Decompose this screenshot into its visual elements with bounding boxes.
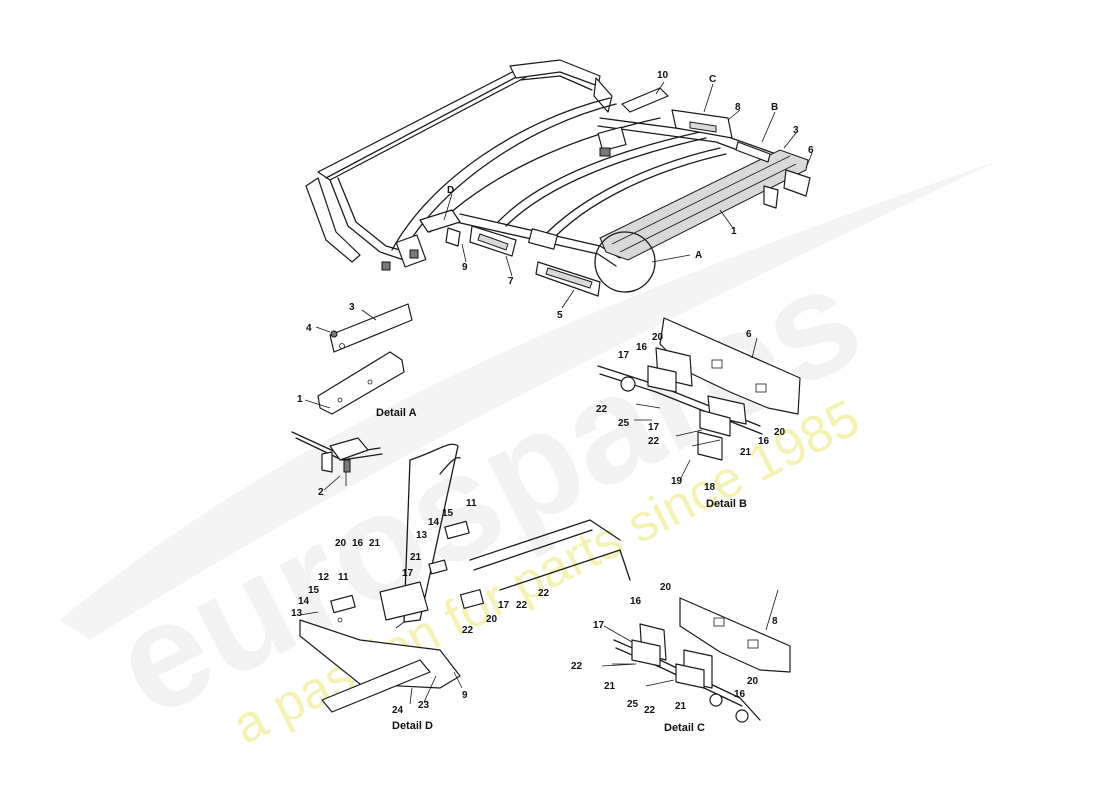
callout-c-21a: 21 [604,681,616,692]
callout-d-17b: 17 [498,600,510,611]
callout-d-11b: 11 [338,572,349,583]
callout-b: B [771,102,778,113]
callout-d-14b: 14 [298,596,310,607]
detail-d-caption: Detail D [392,720,433,732]
leader-lines [304,81,813,705]
callout-a-1: 1 [297,394,303,405]
callout-b-20: 20 [652,332,664,343]
callout-c-21b: 21 [675,701,687,712]
watermark: eurospares a passion for parts since 198… [60,160,1000,756]
callout-d-16a: 16 [352,538,364,549]
callout-d-15b: 15 [308,585,320,596]
callout-d-20a: 20 [335,538,347,549]
callout-b-21: 21 [740,447,752,458]
callout-c-22a: 22 [571,661,583,672]
detail-a-caption: Detail A [376,407,417,419]
detail-b-caption: Detail B [706,498,747,510]
callout-d-13b: 13 [291,608,303,619]
callout-d-11a: 11 [466,498,477,509]
callout-9: 9 [462,262,468,273]
detail-c-callouts: 20 16 8 17 22 21 20 16 25 22 21 Detail C [571,582,778,734]
detail-d-callouts: 11 15 14 13 20 16 21 17 21 12 11 15 14 1… [291,498,550,732]
callout-b-17b: 17 [648,422,660,433]
detail-a-callouts: 3 4 1 2 Detail A [297,302,417,498]
callout-d-21b: 21 [410,552,422,563]
callout-b-6: 6 [746,329,752,340]
callout-d-13a: 13 [416,530,428,541]
callout-6: 6 [808,145,814,156]
callout-b-22b: 22 [648,436,660,447]
callout-c-17: 17 [593,620,605,631]
callout-c-16: 16 [630,596,642,607]
callout-c: C [709,74,716,85]
detail-c [601,597,791,723]
callout-c-20: 20 [660,582,672,593]
callout-d-22b: 22 [516,600,528,611]
detail-b [597,317,801,461]
callout-b-19: 19 [671,476,683,487]
detail-c-caption: Detail C [664,722,705,734]
callout-c-25: 25 [627,699,639,710]
callout-d-20b: 20 [486,614,498,625]
callout-c-22b: 22 [644,705,656,716]
callout-d-12: 12 [318,572,330,583]
callout-d-17a: 17 [402,568,414,579]
callout-c-8: 8 [772,616,778,627]
callout-8: 8 [735,102,741,113]
callout-b-22a: 22 [596,404,608,415]
callout-d-9: 9 [462,690,468,701]
watermark-swoosh [60,160,1000,640]
callout-c-20b: 20 [747,676,759,687]
detail-d [299,443,631,713]
callout-d-21a: 21 [369,538,381,549]
callout-a-3: 3 [349,302,355,313]
callout-10: 10 [657,70,669,81]
detail-a-magnifier [594,231,656,293]
callout-a-4: 4 [306,323,312,334]
callout-a: A [695,250,702,261]
callout-a-2: 2 [318,487,324,498]
callout-b-17: 17 [618,350,630,361]
callout-d-22a: 22 [538,588,550,599]
callout-b-16: 16 [636,342,648,353]
main-frame-assembly [305,59,811,297]
detail-b-callouts: 20 16 17 6 22 25 17 22 20 16 21 19 18 De… [596,329,786,510]
callout-c-16b: 16 [734,689,746,700]
callout-b-20b: 20 [774,427,786,438]
callout-b-16b: 16 [758,436,770,447]
callout-5: 5 [557,310,563,321]
callout-d-24: 24 [392,705,404,716]
detail-a [291,303,413,486]
main-callouts: 10 C 8 B 3 6 1 A D 9 7 5 [447,70,814,321]
callout-d: D [447,185,454,196]
callout-d-22c: 22 [462,625,474,636]
callout-d-14a: 14 [428,517,440,528]
callout-b-18: 18 [704,482,716,493]
callout-d-15a: 15 [442,508,454,519]
callout-7: 7 [508,276,514,287]
callout-b-25: 25 [618,418,630,429]
callout-d-23: 23 [418,700,430,711]
callout-1: 1 [731,226,737,237]
callout-3: 3 [793,125,799,136]
